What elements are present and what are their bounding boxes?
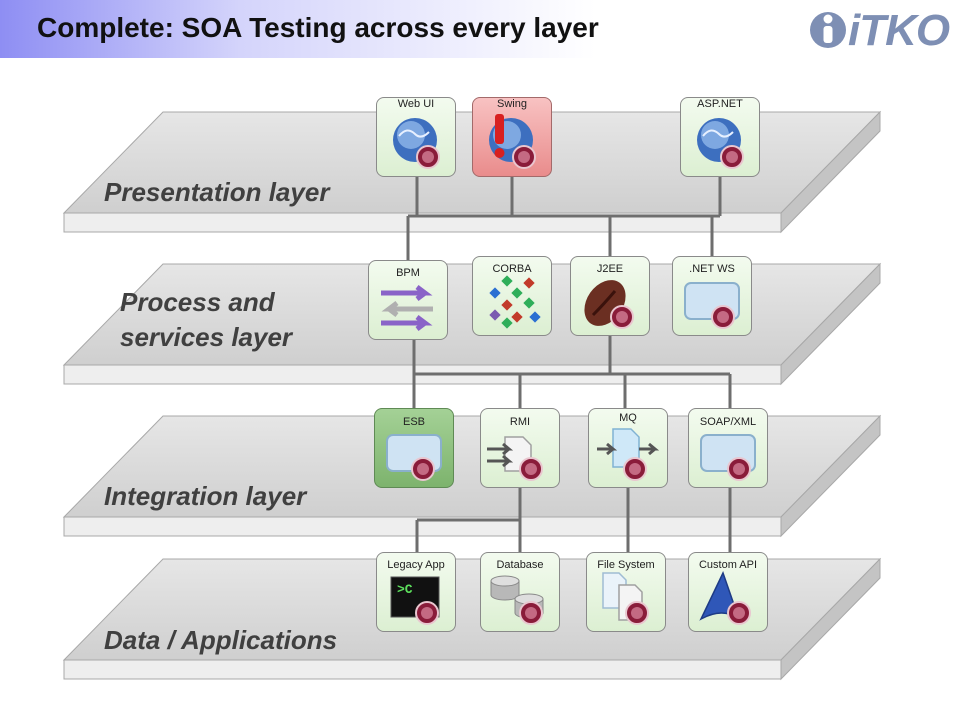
person-i-icon	[810, 12, 846, 48]
component-label: .NET WS	[689, 263, 735, 275]
component-database[interactable]: Database	[480, 552, 560, 632]
globe-icon	[393, 118, 440, 169]
message-queue-icon	[597, 428, 660, 481]
integration-layer-slab	[62, 414, 882, 538]
component-label: MQ	[619, 412, 637, 424]
connectors-process-integration	[412, 336, 732, 408]
component-label: Database	[496, 559, 544, 571]
component-label: Custom API	[698, 559, 758, 571]
component-bpm[interactable]: BPM	[368, 260, 448, 340]
itko-logo: iTKO	[808, 6, 960, 56]
component-label: J2EE	[596, 263, 624, 275]
terminal-text: >C	[397, 582, 413, 597]
presentation-layer-label: Presentation layer	[104, 177, 330, 207]
custom-api-icon	[699, 571, 751, 625]
window-icon	[684, 282, 740, 329]
alert-icon	[489, 114, 536, 169]
component-label: Swing	[497, 98, 527, 110]
component-mq[interactable]: MQ	[588, 408, 668, 488]
window-icon	[386, 434, 442, 481]
globe-icon	[697, 118, 744, 169]
component-custom-api[interactable]: Custom API	[688, 552, 768, 632]
component-label: BPM	[396, 267, 420, 279]
component-label: CORBA	[492, 263, 532, 275]
arrows-document-icon	[487, 436, 543, 481]
component-web-ui[interactable]: Web UI	[376, 97, 456, 177]
component-esb[interactable]: ESB	[374, 408, 454, 488]
component-label: ASP.NET	[697, 98, 743, 110]
component-j2ee[interactable]: J2EE	[570, 256, 650, 336]
header-band	[0, 0, 960, 58]
component-label: RMI	[509, 416, 531, 428]
component-label: File System	[597, 559, 655, 571]
component-legacy-app[interactable]: Legacy App >C	[376, 552, 456, 632]
logo-text: iTKO	[848, 6, 950, 55]
integration-layer-label: Integration layer	[104, 481, 307, 511]
terminal-icon: >C	[390, 576, 440, 625]
component-rmi[interactable]: RMI	[480, 408, 560, 488]
connectors-integration-data	[415, 488, 732, 552]
window-icon	[700, 434, 756, 481]
component-swing[interactable]: Swing	[472, 97, 552, 177]
component-label: SOAP/XML	[699, 416, 757, 428]
component-label: Legacy App	[387, 559, 445, 571]
data-layer-slab	[62, 557, 882, 681]
data-layer-label: Data / Applications	[104, 625, 338, 655]
component-file-system[interactable]: File System	[586, 552, 666, 632]
database-icon	[490, 575, 544, 625]
component-net-ws[interactable]: .NET WS	[672, 256, 752, 336]
process-layer-label-line2: services layer	[120, 322, 293, 352]
component-label: Web UI	[397, 98, 435, 110]
component-soap-xml[interactable]: SOAP/XML	[688, 408, 768, 488]
component-label: ESB	[402, 416, 425, 428]
flow-arrows-icon	[381, 285, 433, 331]
coffee-bean-icon	[584, 280, 634, 329]
diamond-network-icon	[489, 275, 541, 329]
page-title: Complete: SOA Testing across every layer	[37, 12, 599, 43]
component-corba[interactable]: CORBA	[472, 256, 552, 336]
component-asp-net[interactable]: ASP.NET	[680, 97, 760, 177]
files-icon	[602, 572, 649, 625]
connectors-presentation-process	[406, 176, 722, 260]
process-layer-label-line1: Process and	[120, 287, 275, 317]
